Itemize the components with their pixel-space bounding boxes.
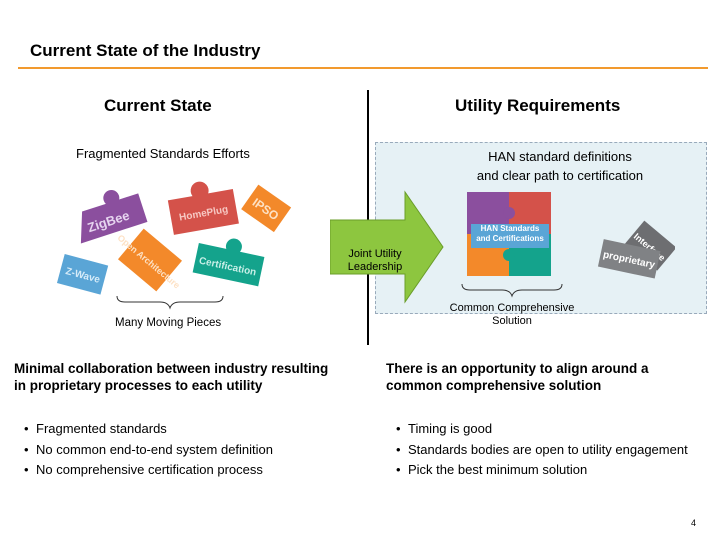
fragmented-standards-label: Fragmented Standards Efforts (76, 146, 250, 161)
zwave-piece: Z-Wave (57, 254, 108, 295)
arrow-label-line-1: Joint Utility (335, 248, 415, 261)
title-underline (18, 67, 708, 69)
right-bullet-list: •Timing is good •Standards bodies are op… (396, 419, 688, 481)
page-number: 4 (691, 518, 696, 528)
slide-title: Current State of the Industry (30, 41, 260, 61)
common-solution-line-1: Common Comprehensive (432, 302, 592, 315)
han-line-1: HAN standard definitions (440, 147, 680, 166)
current-state-heading: Current State (104, 96, 212, 116)
homeplug-piece: HomePlug (166, 176, 239, 235)
zigbee-piece: ZigBee (68, 182, 148, 243)
common-solution-line-2: Solution (432, 315, 592, 328)
puzzle-label-line-1: HAN Standards (471, 224, 549, 234)
utility-requirements-heading: Utility Requirements (455, 96, 620, 116)
certification-piece: Certification (193, 231, 267, 286)
left-summary: Minimal collaboration between industry r… (14, 360, 334, 394)
joint-utility-leadership-label: Joint Utility Leadership (335, 248, 415, 274)
common-solution-label: Common Comprehensive Solution (432, 302, 592, 328)
proprietary-pieces: Interface proprietary (595, 215, 675, 285)
left-bullet: •Fragmented standards (24, 419, 273, 440)
han-requirement-text: HAN standard definitions and clear path … (440, 147, 680, 185)
right-brace (460, 282, 565, 298)
right-bullet: •Standards bodies are open to utility en… (396, 440, 688, 461)
right-summary: There is an opportunity to align around … (386, 360, 706, 394)
left-bullet-list: •Fragmented standards •No common end-to-… (24, 419, 273, 481)
han-standards-puzzle-label: HAN Standards and Certifications (471, 224, 549, 244)
arrow-label-line-2: Leadership (335, 261, 415, 274)
left-brace (115, 294, 225, 310)
ipso-piece: IPSO (241, 185, 291, 233)
left-bullet: •No common end-to-end system definition (24, 440, 273, 461)
right-bullet: •Pick the best minimum solution (396, 460, 688, 481)
scattered-puzzle-pieces: ZigBee HomePlug IPSO Open Architecture C… (55, 175, 295, 300)
han-line-2: and clear path to certification (440, 166, 680, 185)
many-moving-pieces-label: Many Moving Pieces (115, 317, 221, 329)
puzzle-label-line-2: and Certifications (471, 234, 549, 244)
left-bullet: •No comprehensive certification process (24, 460, 273, 481)
right-bullet: •Timing is good (396, 419, 688, 440)
